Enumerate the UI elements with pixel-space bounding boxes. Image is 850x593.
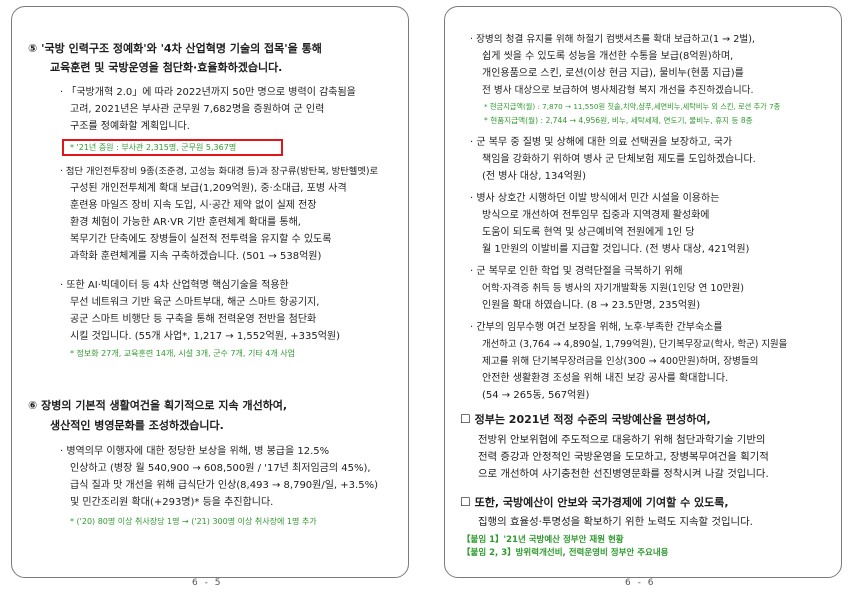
bullet-pay-line3: 급식 질과 맛 개선을 위해 급식단가 인상(8,493 → 8,790원/일,…: [70, 480, 378, 491]
bullet-smart-line3: 공군 스마트 비행단 등 구축을 통해 전력운영 전반을 첨단화: [70, 314, 317, 325]
bullet-hygiene-line3: 개인용품으로 스킨, 로션(이상 현금 지급), 물비누(현품 지급)를: [482, 68, 744, 79]
bullet-personnel-line1: · 「국방개혁 2.0」에 따라 2022년까지 50만 명으로 병력이 감축됨…: [60, 87, 356, 98]
bullet-haircut-line2: 방식으로 개선하여 전투임무 집중과 지역경제 활성화에: [482, 210, 710, 221]
section-6-heading-line2: 생산적인 병영문화를 조성하겠습니다.: [50, 419, 224, 432]
bullet-haircut-line3: 도움이 되도록 현역 및 상근예비역 전원에게 1인 당: [482, 227, 695, 238]
bullet-haircut-line1: · 병사 상호간 시행하던 이발 방식에서 민간 시설을 이용하는: [470, 193, 720, 204]
conclusion-2-line1: ☐ 또한, 국방예산이 안보와 국가경제에 기여할 수 있도록,: [460, 496, 729, 509]
bullet-insurance-line2: 책임을 강화하기 위하여 병사 군 단체보험 제도를 도입하겠습니다.: [482, 154, 756, 165]
bullet-smart-line4: 시킬 것입니다. (55개 사업*, 1,217 → 1,552억원, +335…: [70, 331, 341, 342]
appendix-1: 【붙임 1】'21년 국방예산 정부안 재원 현황: [462, 535, 624, 545]
bullet-smart-line1: · 또한 AI·빅데이터 등 4차 산업혁명 핵심기술을 적용한: [60, 280, 289, 291]
conclusion-1-line3: 전력 증강과 안정적인 국방운영을 도모하고, 장병복무여건을 획기적: [478, 451, 769, 463]
hygiene-note-cash: * 현금지급액(월) : 7,870 → 11,550원 칫솔,치약,샴푸,세면…: [484, 102, 781, 111]
bullet-insurance-line1: · 군 복무 중 질병 및 상해에 대한 의료 선택권을 보장하고, 국가: [470, 137, 733, 148]
conclusion-1-line1: ☐ 정부는 2021년 적정 수준의 국방예산을 편성하여,: [460, 413, 711, 426]
bullet-personnel-line2: 고려, 2021년은 부사관 군무원 7,682명을 증원하여 군 인력: [70, 104, 325, 115]
appendix-2-3: 【붙임 2, 3】방위력개선비, 전력운영비 정부안 주요내용: [462, 548, 669, 558]
bullet-officer-line1: · 간부의 임무수행 여건 보장을 위해, 노후·부족한 간부숙소를: [470, 322, 723, 333]
bullet-pay-line2: 인상하고 (병장 월 540,900 → 608,500원 / '17년 최저임…: [70, 463, 371, 474]
bullet-officer-line3: 제고를 위해 단기복무장려금을 인상(300 → 400만원)하며, 장병들의: [482, 356, 759, 367]
bullet-officer-line5: (54 → 265동, 567억원): [482, 390, 590, 401]
bullet-officer-line4: 안전한 생활환경 조성을 위해 내진 보강 공사를 확대합니다.: [482, 373, 729, 384]
checkbox-square-icon: ☐: [460, 495, 471, 509]
conclusion-1-line2: 전방위 안보위협에 주도적으로 대응하기 위해 첨단과학기술 기반의: [478, 434, 766, 446]
bullet-smart-line2: 무선 네트워크 기반 육군 스마트부대, 해군 스마트 항공기지,: [70, 297, 320, 308]
bullet-equipment-line3: 훈련용 마일즈 장비 지속 도입, 시·공간 제약 없이 실제 전장: [70, 200, 317, 211]
bullet-personnel-line3: 구조를 정예화할 계획입니다.: [70, 121, 190, 132]
bullet-equipment-line4: 환경 체험이 가능한 AR·VR 기반 훈련체계 확대를 통해,: [70, 217, 301, 228]
bullet-haircut-line4: 월 1만원의 이발비를 지급할 것입니다. (전 병사 대상, 421억원): [482, 244, 750, 255]
bullet-pay-line1: · 병역의무 이행자에 대한 정당한 보상을 위해, 병 봉급을 12.5%: [60, 446, 330, 457]
bullet-hygiene-line1: · 장병의 청결 유지를 위해 하절기 컴뱃셔츠를 확대 보급하고(1 → 2벌…: [470, 34, 755, 45]
document-page-left: [11, 6, 409, 578]
bullet-equipment-line1: · 첨단 개인전투장비 9종(조준경, 고성능 화대경 등)과 장구류(방탄복,…: [60, 166, 379, 177]
bullet-study-line1: · 군 복무로 인한 학업 및 경력단절을 극복하기 위해: [470, 266, 683, 277]
conclusion-1-text: 정부는 2021년 적정 수준의 국방예산을 편성하여,: [474, 413, 711, 426]
bullet-hygiene-line4: 전 병사 대상으로 보급하여 병사체감형 복지 개선을 추진하겠습니다.: [482, 85, 754, 96]
checkbox-square-icon: ☐: [460, 412, 471, 426]
section-5-heading-line2: 교육훈련 및 국방운영을 첨단화·효율화하겠습니다.: [50, 61, 283, 74]
bullet-study-line2: 어학·자격증 취득 등 병사의 자기개발확동 지원(1인당 연 10만원): [482, 283, 745, 294]
bullet-equipment-line6: 과학화 훈련체계를 지속 구축하겠습니다. (501 → 538억원): [70, 251, 322, 262]
smart-note: * 정보화 27개, 교육훈련 14개, 시설 3개, 군수 7개, 기타 4개…: [70, 349, 295, 358]
page-number-right: 6 - 6: [625, 578, 656, 588]
section-6-heading-line1: ⑥ 장병의 기본적 생활여건을 획기적으로 지속 개선하여,: [28, 399, 288, 412]
pay-note: * ('20) 80명 이상 취사장당 1명 → ('21) 300명 이상 취…: [70, 517, 317, 526]
bullet-pay-line4: 및 민간조리원 확대(+293명)* 등을 추진합니다.: [70, 497, 274, 508]
conclusion-1-line4: 으로 개선하여 사기충천한 선진병영문화를 정착시켜 나갈 것입니다.: [478, 468, 769, 480]
conclusion-2-line2: 집행의 효율성·투명성을 확보하기 위한 노력도 지속할 것입니다.: [478, 516, 753, 528]
highlight-note: * '21년 증원 : 부사관 2,315명, 군무원 5,367명: [70, 143, 237, 152]
bullet-hygiene-line2: 쉽게 씻을 수 있도록 성능을 개선한 수통을 보급(8억원)하며,: [482, 51, 734, 62]
highlight-box: [62, 139, 283, 156]
bullet-study-line3: 인원을 확대 하였습니다. (8 → 23.5만명, 235억원): [482, 300, 701, 311]
section-5-heading-line1: ⑤ '국방 인력구조 정예화'와 '4차 산업혁명 기술의 접목'을 통해: [28, 42, 322, 55]
document-page-right: [444, 6, 842, 578]
bullet-equipment-line2: 구성된 개인전투체계 확대 보급(1,209억원), 중·소대급, 포병 사격: [70, 183, 347, 194]
hygiene-note-goods: * 현품지급액(월) : 2,744 → 4,956원, 비누, 세탁세제, 면…: [484, 116, 753, 125]
page-number-left: 6 - 5: [192, 578, 223, 588]
bullet-insurance-line3: (전 병사 대상, 134억원): [482, 171, 587, 182]
bullet-equipment-line5: 복무기간 단축에도 장병들이 실전적 전투력을 유지할 수 있도록: [70, 234, 332, 245]
conclusion-2-text: 또한, 국방예산이 안보와 국가경제에 기여할 수 있도록,: [474, 496, 729, 509]
bullet-officer-line2: 개선하고 (3,764 → 4,890실, 1,799억원), 단기복무장교(학…: [482, 339, 788, 350]
